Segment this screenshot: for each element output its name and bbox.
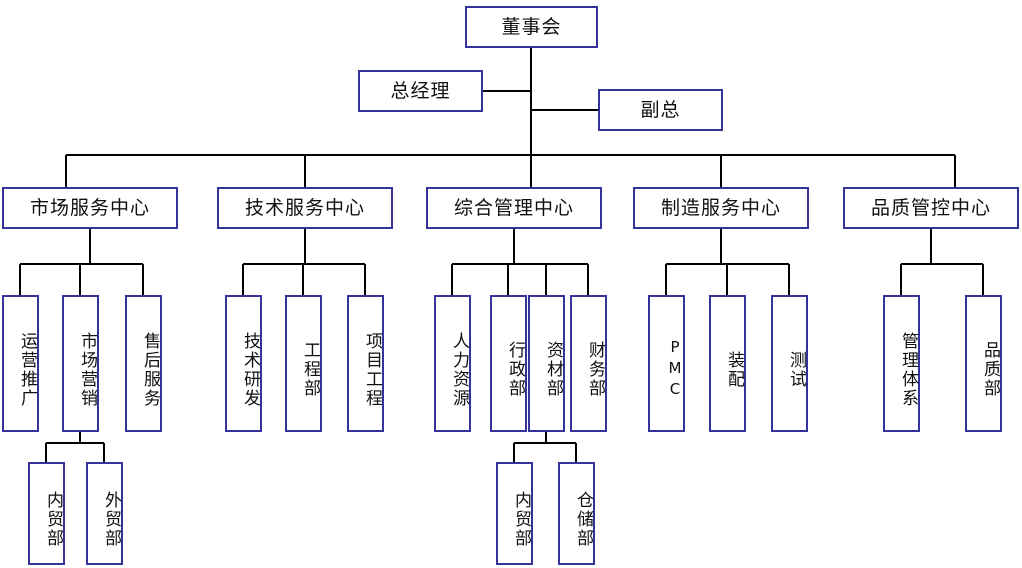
node-dept-domestic-trade-market[interactable]: 内贸部 bbox=[28, 462, 65, 565]
node-dept-aftersales[interactable]: 售后服务 bbox=[125, 295, 162, 432]
node-center-quality-label: 品质管控中心 bbox=[870, 196, 991, 219]
node-center-admin-label: 综合管理中心 bbox=[453, 196, 574, 219]
node-dept-assembly[interactable]: 装配 bbox=[709, 295, 746, 432]
node-dept-materials[interactable]: 资材部 bbox=[528, 295, 565, 432]
node-center-tech-label: 技术服务中心 bbox=[244, 196, 365, 219]
node-dept-rnd[interactable]: 技术研发 bbox=[225, 295, 262, 432]
node-dept-testing-label: 测试 bbox=[786, 350, 806, 389]
node-dept-hr-label: 人力资源 bbox=[449, 331, 469, 408]
node-dept-assembly-label: 装配 bbox=[724, 350, 744, 389]
node-dept-domestic-trade-market-label: 内贸部 bbox=[43, 491, 63, 548]
node-dept-pmc[interactable]: PMC bbox=[648, 295, 685, 432]
node-dept-operations-label: 运营推广 bbox=[17, 331, 37, 408]
node-dept-finance-label: 财务部 bbox=[585, 341, 605, 398]
node-center-market-label: 市场服务中心 bbox=[29, 196, 150, 219]
node-dept-aftersales-label: 售后服务 bbox=[140, 331, 160, 408]
node-dept-domestic-trade-materials[interactable]: 内贸部 bbox=[496, 462, 533, 565]
node-dept-mgmt-system-label: 管理体系 bbox=[898, 331, 918, 408]
node-dept-project-eng[interactable]: 项目工程 bbox=[347, 295, 384, 432]
node-dept-marketing-label: 市场营销 bbox=[77, 331, 97, 408]
node-center-manufacture-label: 制造服务中心 bbox=[660, 196, 781, 219]
node-dept-domestic-trade-materials-label: 内贸部 bbox=[511, 491, 531, 548]
node-center-tech[interactable]: 技术服务中心 bbox=[217, 187, 393, 229]
node-dept-foreign-trade[interactable]: 外贸部 bbox=[86, 462, 123, 565]
node-dept-mgmt-system[interactable]: 管理体系 bbox=[883, 295, 920, 432]
node-dept-project-eng-label: 项目工程 bbox=[362, 331, 382, 408]
node-dept-materials-label: 资材部 bbox=[543, 341, 563, 398]
node-dept-administration-label: 行政部 bbox=[505, 341, 525, 398]
node-dept-finance[interactable]: 财务部 bbox=[570, 295, 607, 432]
node-center-quality[interactable]: 品质管控中心 bbox=[843, 187, 1019, 229]
node-center-market[interactable]: 市场服务中心 bbox=[2, 187, 178, 229]
node-board[interactable]: 董事会 bbox=[465, 6, 598, 48]
node-general-manager[interactable]: 总经理 bbox=[358, 70, 483, 112]
node-dept-foreign-trade-label: 外贸部 bbox=[101, 491, 121, 548]
node-dept-engineering-label: 工程部 bbox=[300, 341, 320, 398]
node-board-label: 董事会 bbox=[501, 15, 562, 38]
node-dept-quality-label: 品质部 bbox=[980, 341, 1000, 398]
node-dept-administration[interactable]: 行政部 bbox=[490, 295, 527, 432]
node-center-admin[interactable]: 综合管理中心 bbox=[426, 187, 602, 229]
node-dept-warehouse-label: 仓储部 bbox=[573, 491, 593, 548]
node-dept-quality[interactable]: 品质部 bbox=[965, 295, 1002, 432]
node-dept-testing[interactable]: 测试 bbox=[771, 295, 808, 432]
node-dept-hr[interactable]: 人力资源 bbox=[434, 295, 471, 432]
node-dept-engineering[interactable]: 工程部 bbox=[285, 295, 322, 432]
node-general-manager-label: 总经理 bbox=[390, 79, 451, 102]
node-dept-warehouse[interactable]: 仓储部 bbox=[558, 462, 595, 565]
node-dept-operations[interactable]: 运营推广 bbox=[2, 295, 39, 432]
node-dept-rnd-label: 技术研发 bbox=[240, 331, 260, 408]
node-dept-pmc-label: PMC bbox=[666, 338, 684, 401]
node-deputy-gm-label: 副总 bbox=[640, 98, 681, 121]
node-deputy-gm[interactable]: 副总 bbox=[598, 89, 723, 131]
node-dept-marketing[interactable]: 市场营销 bbox=[62, 295, 99, 432]
node-center-manufacture[interactable]: 制造服务中心 bbox=[633, 187, 809, 229]
